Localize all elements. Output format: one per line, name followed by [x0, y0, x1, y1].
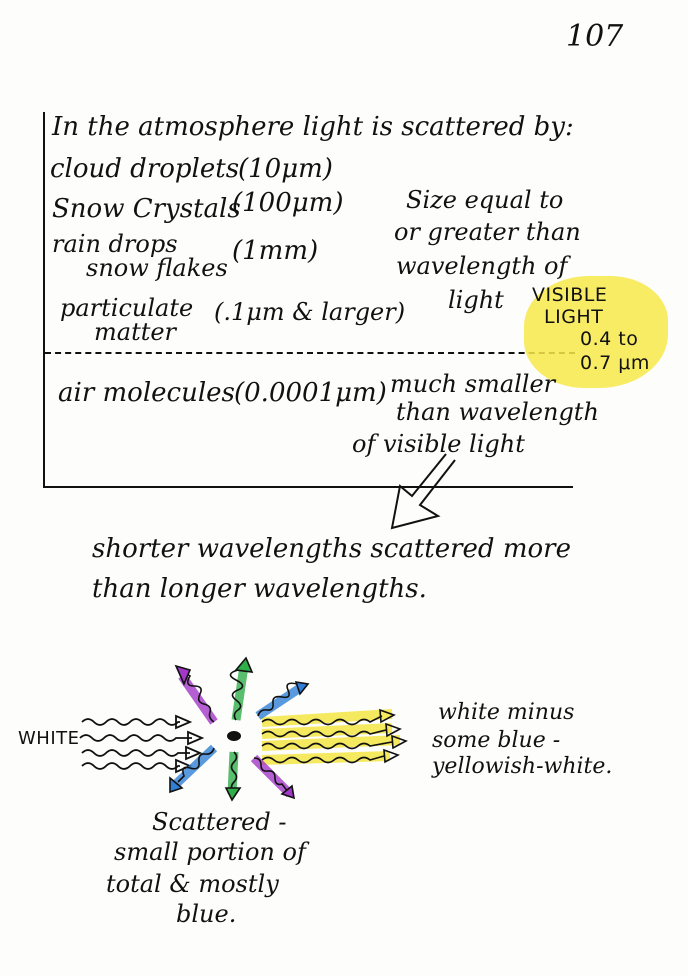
- visible-light-range-2: 0.7 μm: [580, 352, 650, 374]
- table-heading: In the atmosphere light is scattered by:: [52, 112, 574, 142]
- scatterer-snow-crystals: Snow Crystals: [52, 194, 241, 224]
- scatterer-cloud-droplets-size: (10μm): [238, 154, 333, 184]
- scatterer-snow-flakes: snow flakes: [86, 254, 228, 282]
- scatterer-rain-drops: rain drops: [52, 230, 178, 258]
- scattered-blue-arrow-down-left: [169, 744, 218, 794]
- air-note-line-1: much smaller: [390, 370, 556, 398]
- outgoing-note-line-2: some blue -: [432, 728, 561, 753]
- scatterer-particulate: particulate: [60, 294, 194, 322]
- page-number: 107: [566, 19, 624, 54]
- incoming-white-light-arrows: [79, 714, 205, 774]
- molecule-dot-icon: [227, 731, 241, 741]
- outgoing-yellow-arrows: [261, 708, 408, 765]
- scatterer-cloud-droplets: cloud droplets: [50, 154, 240, 184]
- size-note-line-4: light: [448, 286, 504, 314]
- scattered-purple-arrow-up-left: [174, 664, 218, 725]
- conclusion-line-2: than longer wavelengths.: [92, 574, 427, 604]
- size-note-line-3: wavelength of: [396, 252, 568, 280]
- size-note-line-2: or greater than: [394, 218, 581, 246]
- outgoing-note-line-3: yellowish-white.: [432, 754, 613, 779]
- conclusion-arrow-icon: [390, 453, 456, 530]
- visible-light-label-1: VISIBLE: [532, 284, 608, 306]
- air-molecules: air molecules: [58, 378, 235, 408]
- scattered-blue-arrow-up-right: [255, 680, 310, 720]
- conclusion-line-1: shorter wavelengths scattered more: [92, 534, 571, 564]
- outgoing-note-line-1: white minus: [438, 700, 575, 725]
- scatterer-matter: matter: [94, 318, 177, 346]
- scatterer-particulate-size: (.1μm & larger): [214, 298, 406, 326]
- visible-light-highlight: [524, 276, 668, 388]
- air-note-line-2: than wavelength: [396, 398, 599, 426]
- scattered-purple-arrow-down-right: [250, 754, 296, 800]
- scattered-green-arrow-down: [224, 751, 242, 802]
- scatterer-snow-crystals-size: (100μm): [232, 188, 344, 218]
- scatterer-rain-drops-size: (1mm): [232, 236, 319, 266]
- dashed-divider: [45, 352, 575, 354]
- scattered-note-line-3: total & mostly: [106, 870, 279, 898]
- table-bottom-border: [43, 486, 573, 488]
- scattered-note-line-2: small portion of: [114, 838, 306, 866]
- scattered-note-line-4: blue.: [176, 900, 237, 928]
- visible-light-label-2: LIGHT: [544, 306, 604, 328]
- scattered-note-line-1: Scattered -: [152, 808, 287, 836]
- visible-light-range-1: 0.4 to: [580, 328, 639, 350]
- air-molecules-size: (0.0001μm): [234, 378, 387, 408]
- size-note-line-1: Size equal to: [406, 186, 564, 214]
- table-left-border: [43, 112, 45, 488]
- air-note-line-3: of visible light: [352, 430, 525, 458]
- scattered-green-arrow-up: [229, 656, 254, 721]
- incoming-white-label: WHITE: [18, 728, 80, 749]
